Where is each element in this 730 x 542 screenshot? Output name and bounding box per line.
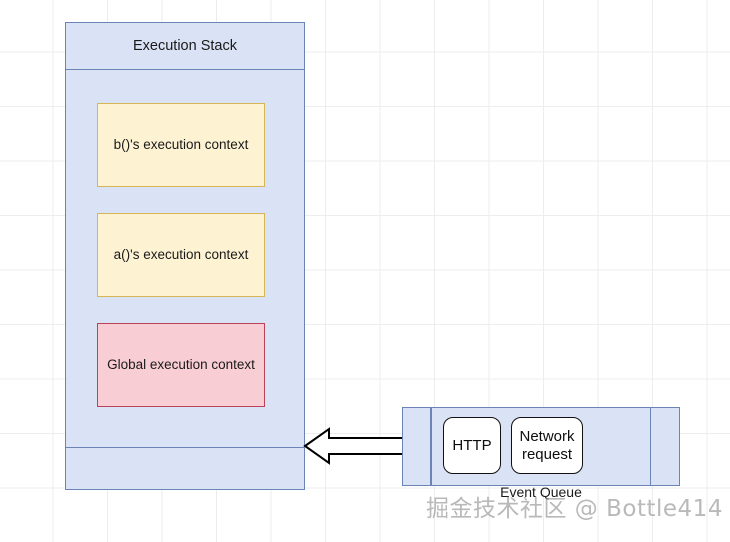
event-queue-box: HTTP Network request	[402, 407, 680, 486]
stack-frame-b: b()'s execution context	[97, 103, 265, 187]
queue-item-network-request: Network request	[511, 417, 583, 474]
execution-stack-header: Execution Stack	[66, 23, 304, 70]
queue-item-network-request-label: Network request	[519, 427, 575, 463]
execution-stack-title: Execution Stack	[133, 38, 237, 54]
event-queue-title: Event Queue	[500, 484, 582, 500]
stack-frame-a: a()'s execution context	[97, 213, 265, 297]
stack-frame-global: Global execution context	[97, 323, 265, 407]
execution-stack-footer	[66, 447, 304, 489]
left-arrow-icon	[303, 427, 404, 465]
execution-stack-box: Execution Stack b()'s execution context …	[65, 22, 305, 490]
stack-frame-a-label: a()'s execution context	[113, 246, 249, 262]
queue-to-stack-arrow	[303, 426, 405, 466]
queue-item-http-label: HTTP	[452, 436, 492, 454]
event-queue-divider-right	[649, 408, 651, 485]
stack-frame-b-label: b()'s execution context	[113, 136, 249, 152]
stack-frame-global-label: Global execution context	[107, 356, 255, 372]
event-queue-divider-left	[430, 408, 432, 485]
queue-item-http: HTTP	[443, 417, 501, 474]
watermark-text: 掘金技术社区 @ Bottle414	[426, 496, 723, 522]
event-queue-items: HTTP Network request	[443, 417, 583, 474]
